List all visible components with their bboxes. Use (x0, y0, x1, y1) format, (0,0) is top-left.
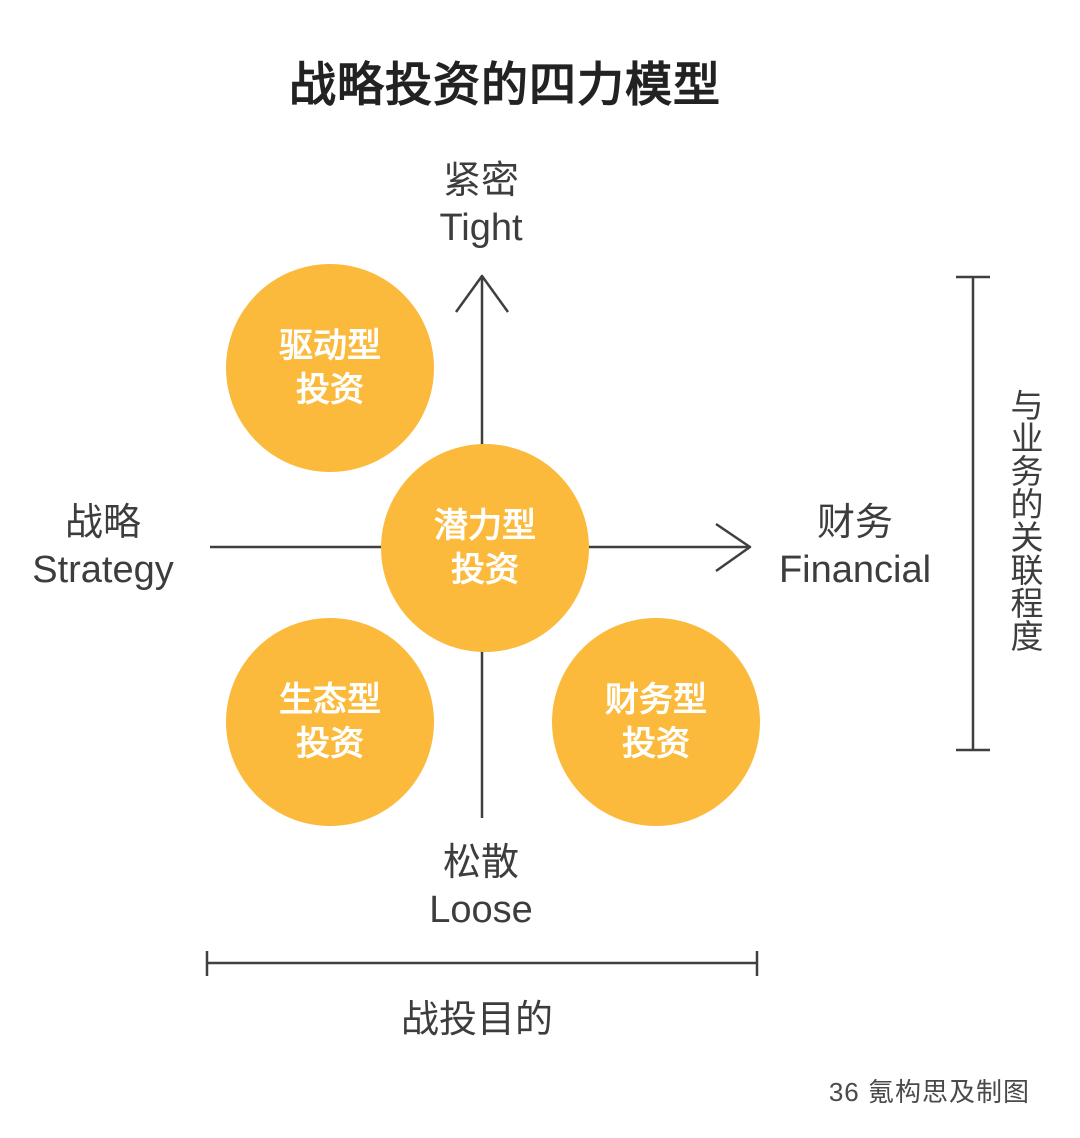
circle-financial-investment: 财务型 投资 (552, 618, 760, 826)
circle-eco-line2: 投资 (296, 725, 364, 763)
circle-drive-line2: 投资 (296, 371, 364, 409)
circle-eco-line1: 生态型 (279, 681, 381, 719)
axis-label-financial: 财务 Financial (779, 500, 931, 594)
right-bracket (956, 275, 990, 752)
circle-drive-line1: 驱动型 (279, 327, 381, 365)
credit-text: 36 氪构思及制图 (828, 1077, 1030, 1107)
up-arrowhead-icon (454, 274, 510, 313)
right-bracket-label: 与业务的关联程度 (1006, 388, 1043, 652)
bottom-bracket (205, 951, 759, 976)
circle-potential-line1: 潜力型 (434, 507, 536, 545)
circle-potential-line2: 投资 (451, 551, 519, 589)
bottom-bracket-label: 战投目的 (400, 999, 554, 1041)
axis-label-strategy-zh: 战略 (64, 502, 141, 544)
circle-drive-investment: 驱动型 投资 (226, 264, 434, 472)
circle-financial-line1: 财务型 (605, 681, 707, 719)
circle-potential-investment: 潜力型 投资 (381, 444, 589, 652)
axis-label-strategy: 战略 Strategy (32, 500, 174, 594)
axis-label-financial-en: Financial (778, 549, 932, 591)
right-arrowhead-icon (715, 522, 752, 573)
page-title: 战略投资的四力模型 (289, 58, 721, 111)
axis-label-financial-zh: 财务 (816, 502, 894, 544)
axis-label-loose-zh: 松散 (442, 842, 520, 884)
axis-label-tight-zh: 紧密 (442, 160, 520, 202)
axis-label-loose: 松散 Loose (429, 840, 533, 934)
axis-label-loose-en: Loose (429, 889, 533, 931)
axis-label-tight: 紧密 Tight (439, 158, 522, 252)
axis-label-strategy-en: Strategy (32, 549, 174, 591)
circle-financial-line2: 投资 (622, 725, 690, 763)
circle-eco-investment: 生态型 投资 (226, 618, 434, 826)
axis-label-tight-en: Tight (439, 207, 523, 249)
